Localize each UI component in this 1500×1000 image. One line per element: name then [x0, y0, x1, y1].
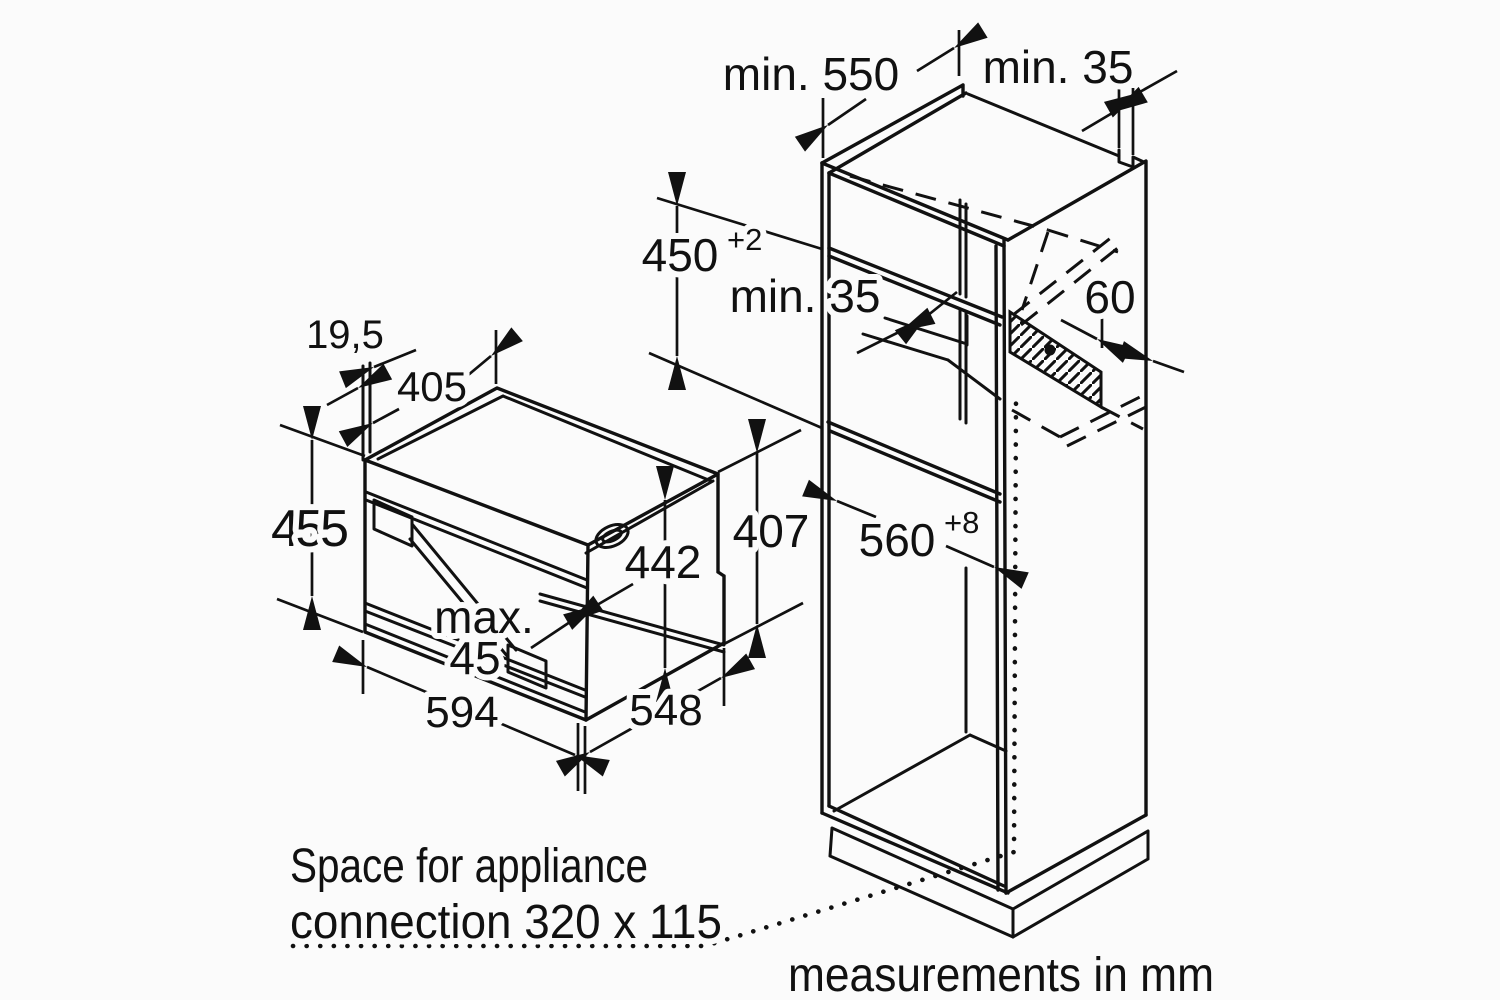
oven-side-grip-icon — [594, 523, 630, 549]
cabinet-shelf-top — [827, 246, 1004, 327]
dim-label-height: 455 — [271, 500, 349, 558]
cabinet-top-left-edge — [820, 83, 968, 175]
dim-label-top-rear-gap: min. 35 — [983, 41, 1134, 93]
units-note: measurements in mm — [788, 949, 1214, 1000]
note-labels: Space for appliance connection 320 x 115… — [284, 834, 1220, 1000]
cabinet-shelf-bottom — [826, 420, 1002, 504]
handle-bar — [408, 522, 518, 659]
dim-label-vent-width: 60 — [1084, 271, 1135, 323]
niche-rear-corner-edge — [958, 198, 968, 425]
hidden-vent-edges — [849, 174, 1149, 448]
connection-note-line2: connection 320 x 115 — [290, 896, 722, 949]
cabinet-bottom-edge — [820, 804, 1010, 895]
connection-note-line1: Space for appliance — [290, 840, 648, 893]
dim-label-shelf-rear-gap: min. 35 — [730, 270, 881, 322]
oven-top-face — [363, 386, 720, 547]
cabinet-plinth — [828, 826, 1150, 939]
dimension-labels: 19,5 405 455 442 407 max. 45 594 548 min… — [265, 35, 1142, 743]
dim-label-top-depth: 405 — [397, 363, 467, 410]
dim-label-front-height: 442 — [625, 536, 702, 588]
dim-label-side-height: 407 — [733, 505, 810, 557]
cabinet-right-rear-edge — [1006, 159, 1148, 817]
dim-label-niche-width: 560 — [859, 514, 936, 566]
dim-label-door-protrusion: 19,5 — [306, 313, 384, 357]
dim-label-niche-height-tol: +2 — [727, 222, 762, 257]
dim-label-width: 594 — [425, 688, 498, 737]
connection-leader-dotted-line — [290, 397, 1019, 949]
dim-label-cabinet-depth: min. 550 — [723, 48, 899, 100]
vent-marker-dot — [1044, 344, 1056, 356]
dim-label-max-word: max. — [434, 591, 534, 643]
cabinet-right-bottom-edge — [1004, 813, 1148, 895]
dim-label-niche-width-tol: +8 — [944, 505, 979, 540]
dim-label-niche-height: 450 — [642, 229, 719, 281]
dim-label-depth: 548 — [629, 686, 702, 735]
oven-control-band — [364, 490, 589, 590]
dimension-lines — [276, 22, 1185, 794]
lower-compartment-floor — [832, 566, 1008, 813]
dim-label-max-value: 45 — [449, 632, 500, 684]
